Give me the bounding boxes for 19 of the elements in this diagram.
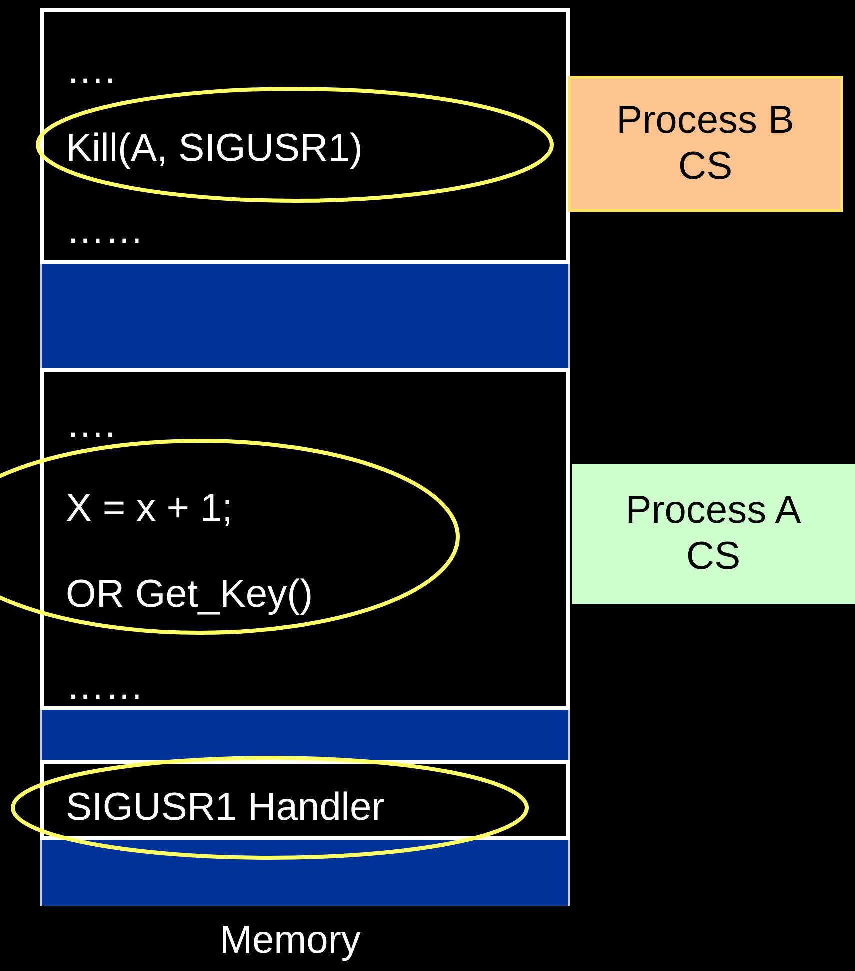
- memory-segment: [40, 264, 570, 368]
- process-box: [568, 76, 843, 212]
- process-label: Process A CS: [624, 488, 802, 580]
- code-line: ….: [66, 402, 116, 448]
- code-line: ……: [66, 664, 144, 710]
- code-region: [40, 368, 570, 710]
- code-region: [40, 8, 570, 264]
- code-line: ……: [66, 208, 144, 254]
- memory-segment: [40, 710, 570, 760]
- caption-label: Memory: [220, 918, 361, 964]
- code-line: OR Get_Key(): [66, 572, 314, 618]
- code-region: [40, 760, 570, 840]
- code-line: ….: [66, 48, 116, 94]
- code-line: Kill(A, SIGUSR1): [66, 126, 363, 172]
- memory-segment: [40, 840, 570, 906]
- code-line: SIGUSR1 Handler: [66, 785, 385, 831]
- process-label: Process B CS: [616, 98, 796, 190]
- code-line: X = x + 1;: [66, 486, 233, 532]
- process-box: [572, 464, 855, 604]
